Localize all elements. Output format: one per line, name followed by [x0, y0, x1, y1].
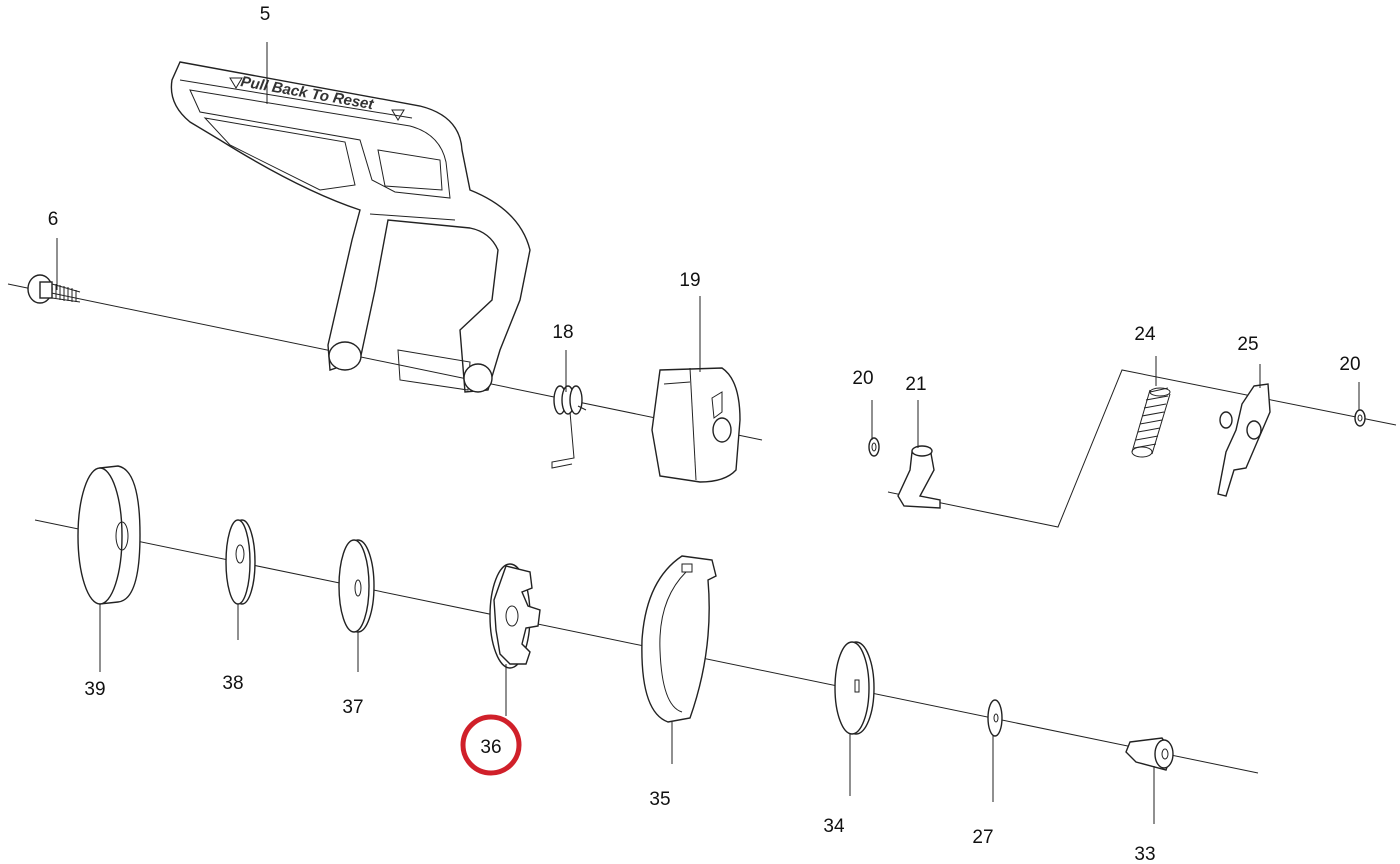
upper-axis-left [7, 283, 763, 441]
callout-19: 19 [679, 270, 700, 291]
spring-part-18 [551, 385, 587, 469]
callout-24: 24 [1134, 324, 1156, 345]
callout-25: 25 [1237, 334, 1258, 355]
callout-20-left: 20 [852, 368, 873, 389]
coil-spring-part-24 [1131, 387, 1171, 458]
callout-39: 39 [84, 679, 105, 700]
latch-part-25 [1217, 383, 1271, 497]
leader-lines [56, 42, 1360, 824]
callout-20-right: 20 [1339, 354, 1360, 375]
callout-5: 5 [260, 4, 271, 25]
clip-part-20-right [1354, 409, 1366, 427]
housing-part-19 [651, 367, 741, 483]
handle-pivot-right [463, 363, 493, 393]
callout-36: 36 [480, 737, 501, 758]
callout-labels: 5 6 18 19 20 21 24 25 20 39 38 37 36 35 … [48, 4, 1361, 864]
callout-18: 18 [552, 322, 573, 343]
disc-part-34 [834, 641, 875, 735]
callout-33: 33 [1134, 844, 1155, 864]
callout-35: 35 [649, 789, 670, 810]
cog-part-36 [489, 563, 541, 669]
callout-34: 34 [823, 816, 845, 837]
handle-pivot-left [328, 341, 362, 371]
washer-part-38 [225, 519, 256, 605]
band-part-35 [641, 555, 717, 723]
assembly-axes [7, 283, 1397, 774]
callout-38: 38 [222, 673, 243, 694]
callout-21: 21 [905, 374, 926, 395]
washer-part-27 [987, 699, 1003, 737]
lever-part-21 [897, 445, 941, 509]
disc-part-37 [338, 539, 375, 633]
screw-part-6 [27, 274, 81, 304]
highlight-circle-part-36 [460, 714, 522, 776]
callout-37: 37 [342, 697, 363, 718]
clip-part-20-left [868, 437, 880, 457]
callout-27: 27 [972, 827, 993, 848]
reset-handle-part-5: Pull Back To Reset [170, 61, 531, 393]
upper-axis-right [887, 369, 1397, 528]
wheel-part-39 [77, 465, 141, 605]
bushing-part-33 [1125, 737, 1174, 771]
callout-6: 6 [48, 209, 59, 230]
